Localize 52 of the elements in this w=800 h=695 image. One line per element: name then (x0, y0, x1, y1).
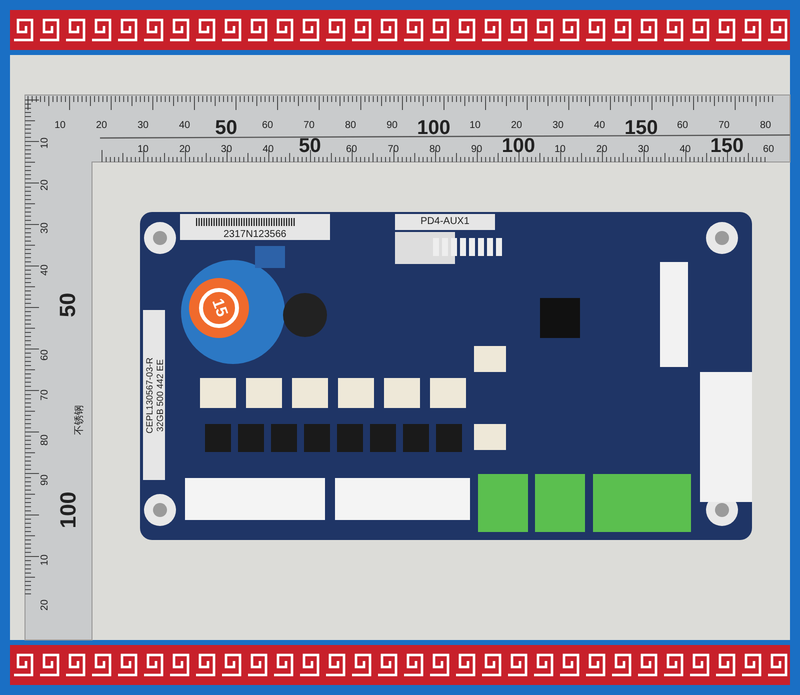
ruler-scale-number: 150 (710, 136, 744, 156)
ruler-scale-number: 10 (40, 554, 50, 566)
ruler-scale-number: 10 (40, 137, 50, 149)
ruler-scale-number: 60 (262, 121, 274, 131)
ruler-scale-number: 50 (57, 292, 80, 318)
ruler-scale-number: 90 (40, 474, 50, 486)
ruler-scale-number: 40 (594, 121, 606, 131)
ruler-scale-number: 60 (346, 145, 358, 155)
board-marking: PD4-AUX1 (420, 217, 470, 227)
ruler-scale-number: 100 (417, 118, 450, 138)
ruler-scale-number: 80 (760, 121, 772, 131)
ruler-scale-number: 30 (220, 145, 232, 155)
ruler-scale-number: 10 (554, 145, 566, 155)
ruler-scale-number: 40 (262, 145, 274, 155)
ruler-marking: 不锈钢 (75, 405, 85, 435)
ruler-scale-number: 30 (40, 222, 50, 234)
ruler-scale-number: 90 (471, 145, 482, 155)
ruler-scale-number: 80 (429, 145, 441, 155)
capacitor-sticker-number: 15 (208, 296, 230, 320)
ruler-scale-number: 60 (763, 145, 774, 155)
ruler-scale-number: 50 (298, 136, 322, 156)
ruler-scale-number: 20 (179, 145, 190, 155)
ruler-scale-number: 30 (638, 145, 650, 155)
ruler-scale-number: 90 (386, 121, 398, 131)
ruler-scale-number: 60 (677, 121, 688, 131)
ruler-scale-number: 80 (345, 121, 356, 131)
ruler-scale-number: 20 (40, 599, 50, 611)
ruler-scale-number: 20 (596, 145, 608, 155)
ruler-scale-number: 20 (96, 121, 108, 131)
ruler-scale-number: 40 (40, 264, 50, 276)
board-marking: 2317N123566 (224, 230, 286, 240)
ruler-scale-number: 70 (718, 121, 730, 131)
ruler-scale-number: 100 (502, 136, 536, 156)
ruler-scale-number: 150 (624, 118, 658, 138)
board-marking: CEPL130567-03-R (146, 356, 155, 434)
ruler-scale-number: 40 (680, 145, 691, 155)
ruler-scale-number: 30 (552, 121, 564, 131)
ruler-scale-number: 70 (304, 121, 315, 131)
ruler-scale-number: 20 (511, 121, 522, 131)
ruler-scale-number: 100 (56, 492, 79, 528)
ruler-scale-number: 40 (179, 121, 190, 131)
ruler-scale-number: 10 (54, 121, 66, 131)
ruler-scale-number: 10 (138, 145, 149, 155)
ruler-scale-number: 70 (388, 145, 399, 155)
ruler-scale-number: 80 (40, 434, 50, 446)
ruler-scale-number: 20 (40, 179, 50, 191)
ruler-scale-number: 10 (470, 121, 481, 131)
ruler-scale-number: 70 (40, 389, 50, 401)
ruler-scale-number: 60 (40, 349, 50, 361)
ruler-scale-number: 30 (138, 121, 149, 131)
board-marking: 32GB 500 442 EE (155, 358, 164, 432)
ruler-scale-number: 50 (215, 118, 238, 138)
